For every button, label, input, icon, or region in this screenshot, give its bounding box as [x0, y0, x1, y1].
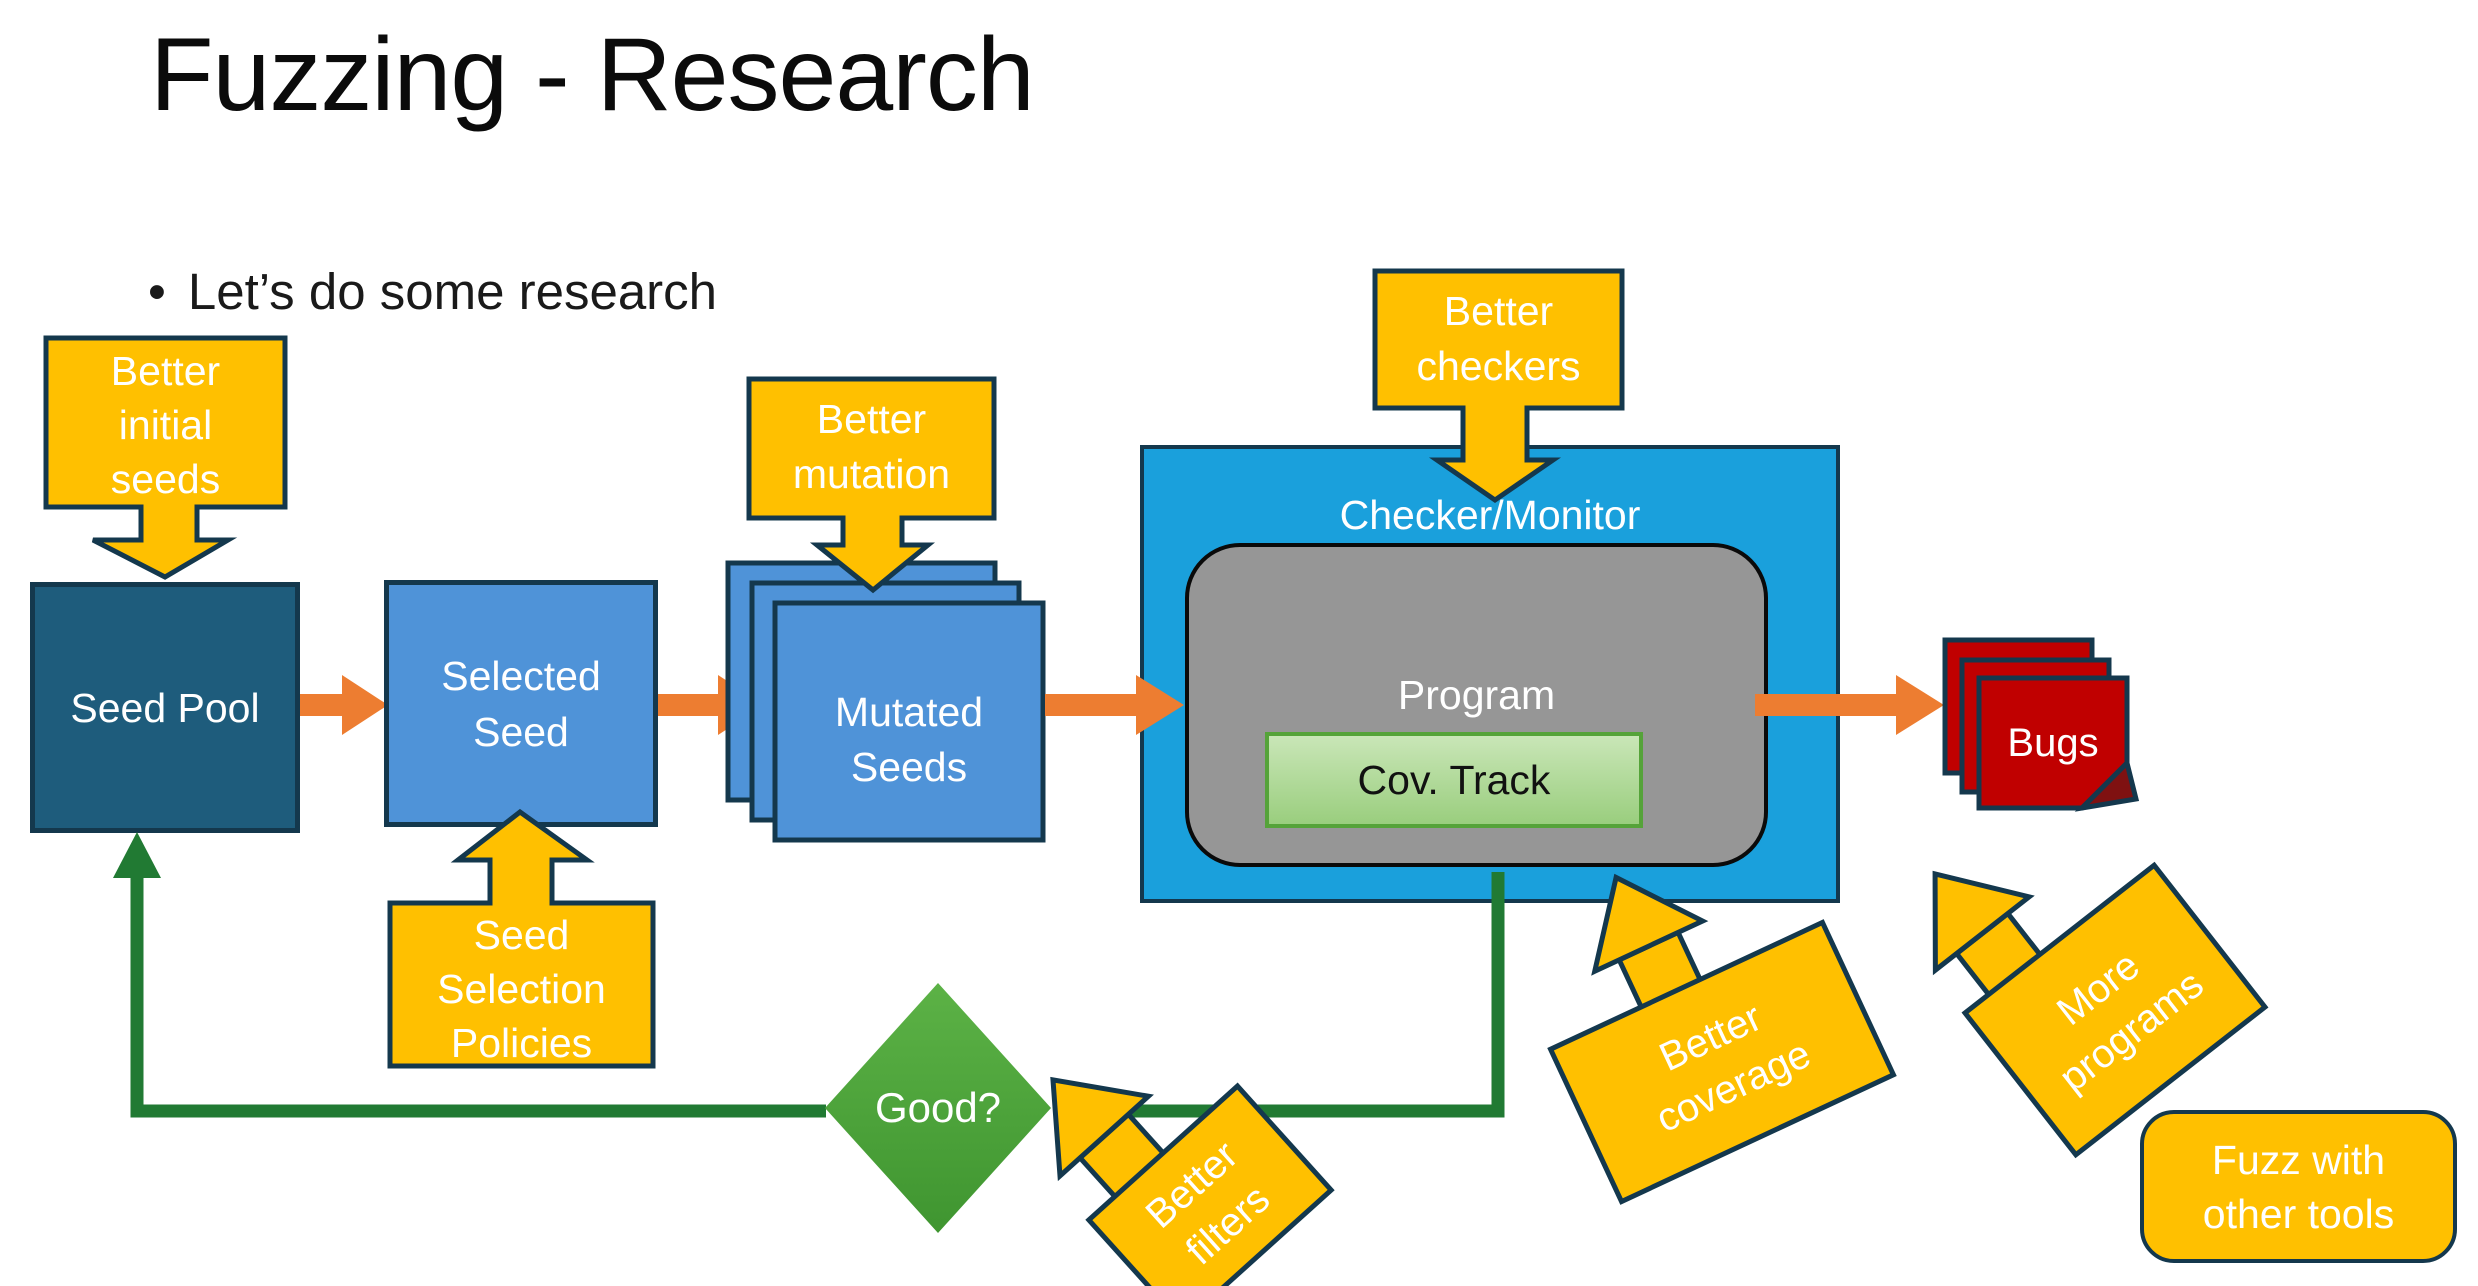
arrow-mutated-to-checker: [1045, 675, 1184, 735]
bullet-line: • Let’s do some research: [148, 262, 717, 321]
seed-pool-box: Seed Pool: [30, 582, 300, 833]
better-checkers-callout: [1372, 268, 1625, 504]
better-filters-arrow-shape: [1050, 1076, 1335, 1286]
checker-monitor-label-text: Checker/Monitor: [1339, 492, 1641, 538]
bugs-label-text: Bugs: [2007, 721, 2099, 765]
seed-selection-policies-line1: Seed: [473, 912, 570, 958]
better-initial-seeds-line2: initial: [118, 402, 213, 448]
fuzz-other-tools-box: Fuzz with other tools: [2140, 1110, 2457, 1263]
fuzz-other-tools-line1: Fuzz with: [2211, 1136, 2386, 1183]
arrow-program-to-bugs: [1755, 675, 1944, 735]
page-title: Fuzzing - Research: [150, 17, 1035, 133]
bugs-stack: [1942, 637, 2140, 812]
checker-monitor-label: Checker/Monitor: [1140, 488, 1840, 543]
better-checkers-line1: Better: [1443, 288, 1554, 334]
cov-track-label: Cov. Track: [1357, 756, 1551, 803]
bullet-marker-icon: •: [148, 263, 166, 320]
cov-track-box: Cov. Track: [1265, 732, 1643, 828]
seed-selection-policies-callout: [387, 808, 656, 1069]
better-checkers-line2: checkers: [1416, 343, 1581, 389]
more-programs-arrow-shape: [1932, 861, 2269, 1159]
program-label-text: Program: [1397, 672, 1556, 718]
mutated-seeds-label-line1: Mutated: [834, 689, 984, 735]
bugs-label: Bugs: [1979, 716, 2127, 771]
bullet-text: Let’s do some research: [187, 263, 718, 320]
better-mutation-callout: [746, 376, 997, 594]
seed-selection-policies-line2: Selection: [437, 966, 606, 1012]
seed-selection-policies-line3: Policies: [450, 1020, 593, 1066]
better-initial-seeds-label: Better initial seeds: [43, 344, 288, 506]
selected-seed-label-line2: Seed: [473, 708, 569, 755]
good-label: Good?: [874, 1084, 1002, 1131]
better-initial-seeds-callout: [43, 335, 288, 580]
mutated-seeds-label-line2: Seeds: [850, 744, 968, 790]
green-feedback-line: [113, 832, 1505, 1134]
mutated-seeds-label: Mutated Seeds: [775, 685, 1043, 795]
better-mutation-line2: mutation: [792, 451, 951, 497]
selected-seed-label-line1: Selected: [441, 652, 601, 699]
seed-selection-policies-label: Seed Selection Policies: [387, 908, 656, 1070]
selected-seed-box: Selected Seed: [384, 580, 658, 827]
arrow-seedpool-to-selected: [300, 675, 388, 735]
program-label: Program: [1185, 668, 1768, 723]
better-initial-seeds-line3: seeds: [110, 456, 221, 502]
better-coverage-arrow-shape: [1547, 873, 1897, 1205]
bugs-card-fold-icon: [2074, 758, 2140, 812]
mutated-seeds-front-card: [772, 600, 1046, 843]
better-initial-seeds-line1: Better: [110, 348, 221, 394]
better-mutation-label: Better mutation: [746, 392, 997, 502]
fuzz-other-tools-line2: other tools: [2202, 1190, 2395, 1237]
better-checkers-label: Better checkers: [1372, 284, 1625, 394]
seed-pool-label: Seed Pool: [70, 684, 260, 731]
green-arrowhead-into-seedpool: [113, 832, 161, 878]
better-mutation-line1: Better: [816, 396, 927, 442]
